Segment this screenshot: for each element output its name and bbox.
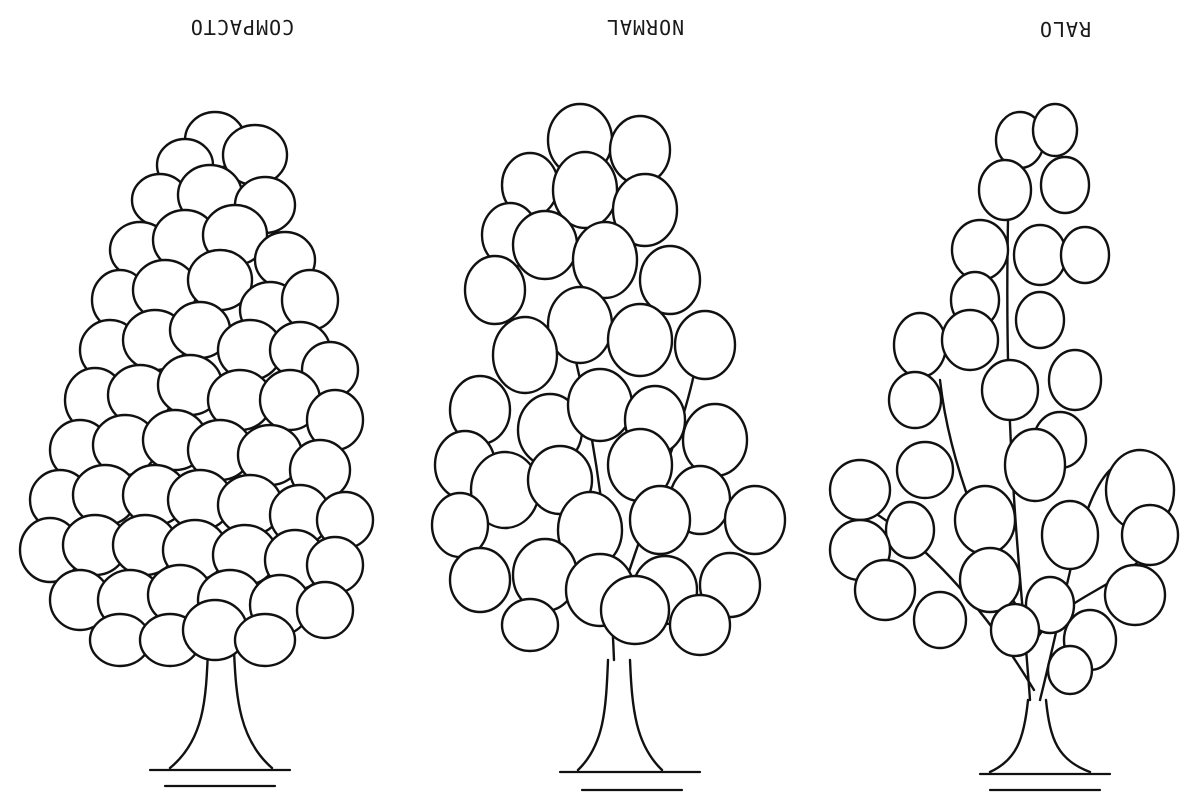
grape-berry [1041, 157, 1089, 213]
grape-berry [982, 360, 1038, 420]
grape-berry [683, 404, 747, 476]
grape-berry [670, 595, 730, 655]
grape-berry [914, 592, 966, 648]
grape-berry [297, 582, 353, 638]
grape-berry [601, 576, 669, 644]
panel-label-compacto: COMPACTO [190, 15, 294, 39]
grape-berry [608, 304, 672, 376]
loose-bunch-ground-line [980, 774, 1110, 790]
grape-berry [1122, 505, 1178, 565]
grape-berry [1042, 501, 1098, 569]
grape-berry [955, 486, 1015, 554]
grape-berry [886, 502, 934, 558]
compact-bunch-ground-line [150, 770, 290, 786]
grape-berry [1005, 429, 1065, 501]
grape-berry [235, 614, 295, 666]
grape-berry [1048, 646, 1092, 694]
grape-berry [465, 256, 525, 324]
grape-berry [894, 313, 946, 377]
compact-bunch-stalk [170, 650, 272, 768]
grape-berry [1016, 292, 1064, 348]
grape-berry [675, 311, 735, 379]
grape-berry [1049, 350, 1101, 410]
normal-bunch-illustration [432, 104, 785, 790]
grape-berry [1061, 227, 1109, 283]
compact-bunch-berries [20, 112, 373, 666]
normal-bunch-berries [432, 104, 785, 655]
grape-berry [1014, 225, 1066, 285]
panel-label-normal: NORMAL [606, 15, 684, 39]
grape-berry [630, 486, 690, 554]
grape-berry [960, 548, 1020, 612]
grape-berry [991, 604, 1039, 656]
grape-berry [640, 246, 700, 314]
grape-berry [493, 317, 557, 393]
loose-bunch-illustration [830, 104, 1178, 790]
grape-berry [513, 211, 577, 279]
grape-berry [502, 599, 558, 651]
grape-berry [568, 369, 632, 441]
grape-berry [1105, 565, 1165, 625]
grape-berry [830, 460, 890, 520]
compact-bunch-illustration [20, 112, 373, 786]
grape-berry [855, 560, 915, 620]
grape-berry [450, 548, 510, 612]
grape-berry [889, 372, 941, 428]
grape-berry [897, 442, 953, 498]
grape-berry [942, 310, 998, 370]
panel-label-ralo: RALO [1039, 17, 1091, 41]
grape-berry [952, 220, 1008, 280]
grape-berry [1033, 104, 1077, 156]
loose-bunch-berries [830, 104, 1178, 694]
grape-berry [725, 486, 785, 554]
grape-berry [282, 270, 338, 330]
normal-bunch-ground-line [560, 772, 700, 790]
grape-berry [979, 160, 1031, 220]
